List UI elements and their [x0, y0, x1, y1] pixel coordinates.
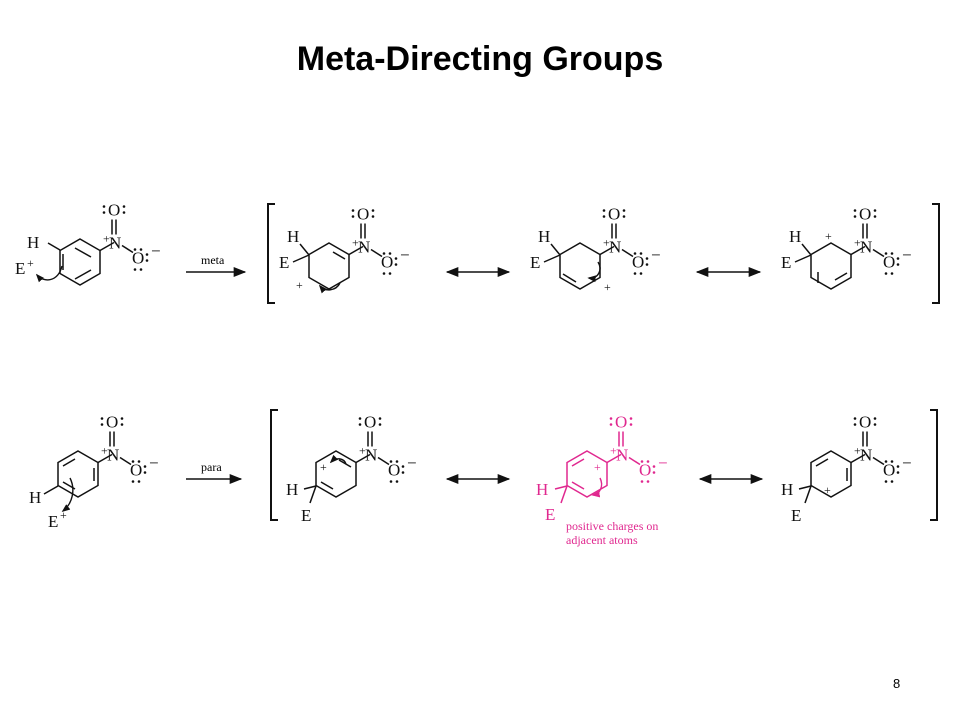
svg-text:+: +	[824, 483, 831, 497]
svg-text:E: E	[781, 253, 791, 272]
svg-text:+: +	[27, 256, 34, 270]
svg-text:+: +	[604, 280, 611, 294]
page-title: Meta-Directing Groups	[296, 40, 664, 78]
arrow-label-para: para	[201, 460, 222, 474]
svg-text:+: +	[60, 508, 67, 522]
svg-text:E: E	[545, 505, 555, 524]
bracket-icon	[270, 409, 278, 521]
row-meta: H E + meta H E +	[15, 199, 940, 304]
meta-resonance-3: H E +	[781, 203, 913, 290]
svg-text:+: +	[825, 229, 832, 243]
svg-text:E: E	[791, 506, 801, 525]
svg-text:E: E	[15, 259, 25, 278]
para-resonance-3: H E +	[781, 411, 913, 525]
svg-text:+: +	[594, 460, 601, 474]
svg-text:H: H	[29, 488, 41, 507]
para-reactant: H E +	[29, 411, 160, 531]
bracket-icon	[932, 203, 940, 304]
svg-text:H: H	[27, 233, 39, 252]
svg-text:E: E	[301, 506, 311, 525]
svg-text:H: H	[789, 227, 801, 246]
annotation-line-1: positive charges on	[566, 519, 658, 533]
bracket-icon	[930, 409, 938, 521]
meta-resonance-2: H E +	[530, 203, 662, 294]
svg-text:H: H	[287, 227, 299, 246]
reaction-arrow-para: para	[186, 460, 243, 485]
bracket-icon	[267, 203, 275, 304]
svg-text:+: +	[296, 278, 303, 292]
svg-text:E: E	[48, 512, 58, 531]
svg-text:H: H	[286, 480, 298, 499]
meta-reactant: H E +	[15, 199, 162, 286]
svg-text:E: E	[530, 253, 540, 272]
svg-text:E: E	[279, 253, 289, 272]
para-resonance-2-highlighted: H E + positive charges on adjacent atoms	[536, 411, 669, 547]
reaction-arrow-meta: meta	[186, 253, 247, 278]
curved-electron-arrow-icon	[61, 477, 74, 513]
meta-resonance-1: H E +	[279, 203, 411, 294]
svg-text:H: H	[781, 480, 793, 499]
arrow-label-meta: meta	[201, 253, 225, 267]
page-number: 8	[893, 676, 901, 691]
row-para: H E + para H E +	[29, 409, 938, 547]
annotation-line-2: adjacent atoms	[566, 533, 638, 547]
svg-text:+: +	[320, 460, 327, 474]
curved-electron-arrow-icon	[35, 265, 63, 283]
svg-text:H: H	[538, 227, 550, 246]
svg-text:H: H	[536, 480, 548, 499]
para-resonance-1: H E +	[286, 411, 418, 525]
